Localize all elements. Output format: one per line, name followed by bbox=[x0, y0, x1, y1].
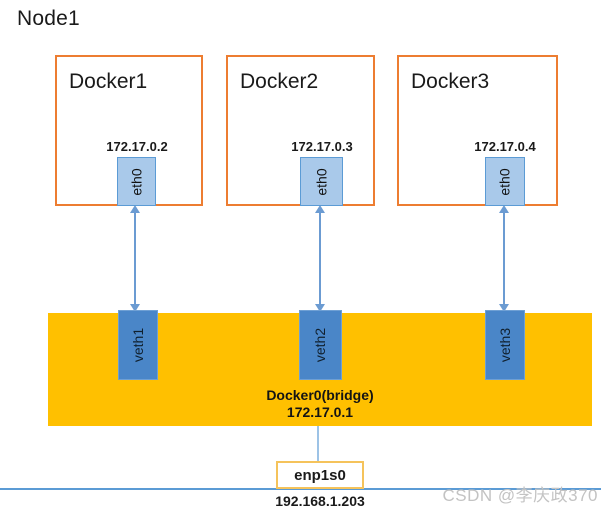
host-nic-ip-label: 192.168.1.203 bbox=[275, 493, 365, 509]
docker3-title: Docker3 bbox=[411, 70, 490, 93]
node-title: Node1 bbox=[17, 7, 80, 30]
docker1-eth0-port: eth0 bbox=[117, 157, 156, 206]
double-arrow-icon-eth0-veth1 bbox=[130, 205, 140, 312]
docker2-container-box: Docker2 172.17.0.3 eth0 bbox=[226, 55, 375, 206]
docker1-title: Docker1 bbox=[69, 70, 148, 93]
docker1-container-box: Docker1 172.17.0.2 eth0 bbox=[55, 55, 203, 206]
veth2-port: veth2 bbox=[299, 310, 342, 380]
bridge-labels: Docker0(bridge) 172.17.0.1 bbox=[48, 387, 592, 421]
veth3-port: veth3 bbox=[485, 310, 525, 380]
docker2-eth0-port: eth0 bbox=[300, 157, 343, 206]
bridge-name: Docker0(bridge) bbox=[266, 387, 374, 403]
csdn-watermark: CSDN @李庆政370 bbox=[442, 486, 598, 505]
veth1-port: veth1 bbox=[118, 310, 158, 380]
docker3-eth0-port: eth0 bbox=[485, 157, 525, 206]
double-arrow-icon-eth0-veth3 bbox=[499, 205, 509, 312]
veth1-label: veth1 bbox=[130, 327, 146, 363]
docker3-ip-label: 172.17.0.4 bbox=[474, 139, 536, 154]
docker1-ip-label: 172.17.0.2 bbox=[106, 139, 168, 154]
docker3-eth0-label: eth0 bbox=[497, 167, 513, 196]
docker2-eth0-label: eth0 bbox=[313, 167, 330, 196]
docker2-ip-label: 172.17.0.3 bbox=[291, 139, 353, 154]
docker2-title: Docker2 bbox=[240, 70, 319, 93]
docker0-bridge-bar: veth1 veth2 veth3 Docker0(bridge) 172.17… bbox=[48, 310, 592, 426]
bridge-ip: 172.17.0.1 bbox=[286, 404, 354, 420]
double-arrow-icon-eth0-veth2 bbox=[315, 205, 325, 312]
veth3-label: veth3 bbox=[497, 327, 513, 363]
bridge-to-nic-connector-line bbox=[317, 426, 319, 461]
docker3-container-box: Docker3 172.17.0.4 eth0 bbox=[397, 55, 558, 206]
host-nic-box: enp1s0 bbox=[276, 461, 364, 489]
docker1-eth0-label: eth0 bbox=[128, 167, 145, 196]
veth2-label: veth2 bbox=[312, 327, 329, 363]
host-network-baseline bbox=[0, 488, 601, 490]
